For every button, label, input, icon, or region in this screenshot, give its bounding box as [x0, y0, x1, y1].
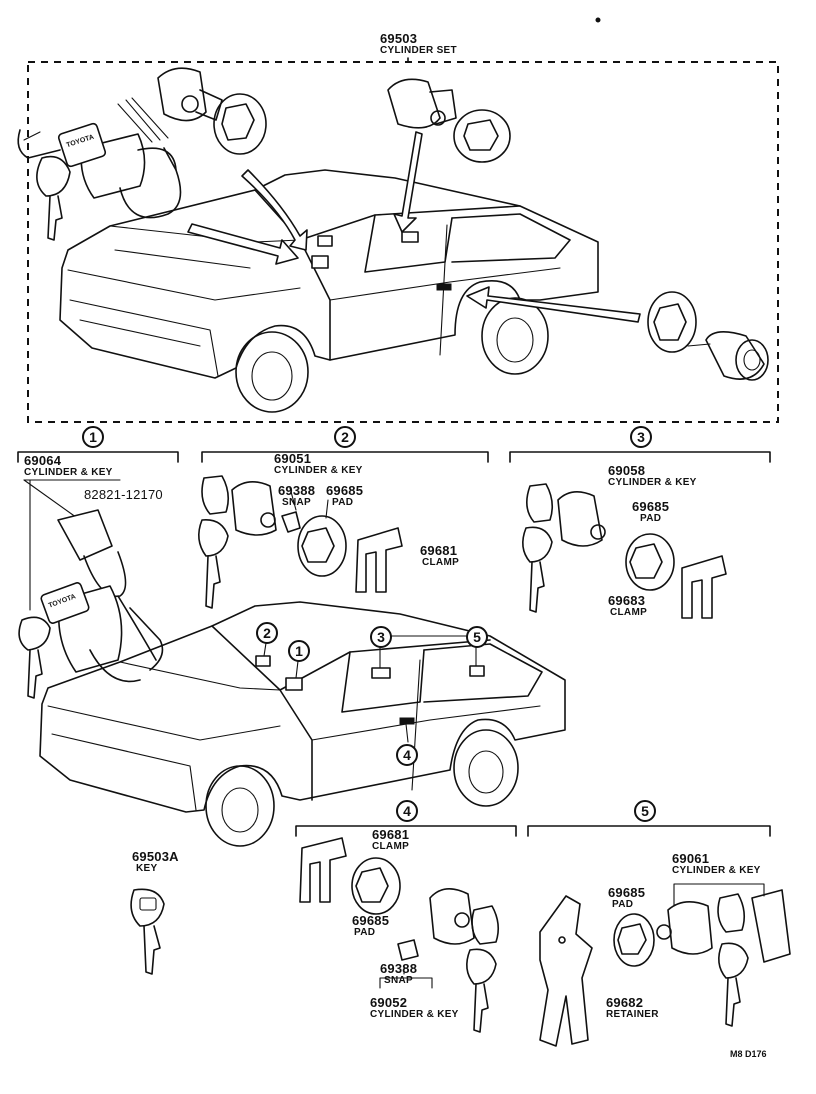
door-cylinder-top [387, 78, 511, 163]
group-2-pad-no: 69685 [326, 483, 364, 498]
group-3-parts [522, 483, 727, 619]
group-5-retainer-name: RETAINER [606, 1009, 659, 1020]
group-2-snap-name: SNAP [282, 497, 311, 508]
group-3-part-no: 69058 [608, 463, 646, 478]
car-callout-5: 5 [466, 626, 488, 648]
group-3-callout: 3 [630, 426, 652, 448]
cylinder-set-part-no: 69503 [380, 31, 418, 46]
group-3-bracket [509, 451, 771, 463]
group-5-retainer-no: 69682 [606, 995, 644, 1010]
group-4-pad-name: PAD [354, 927, 376, 938]
cylinder-set-box [27, 61, 779, 423]
group-4-clamp-name: CLAMP [372, 841, 410, 852]
group-1-ignition-cylinder [18, 479, 164, 699]
group-3-clamp-name: CLAMP [610, 607, 648, 618]
group-1-sub-part: 82821-12170 [84, 487, 163, 502]
group-2-pad-name: PAD [332, 497, 354, 508]
car-callout-4: 4 [396, 744, 418, 766]
glove-cylinder-top [157, 67, 267, 155]
group-4-parts [299, 837, 500, 1033]
group-3-clamp-no: 69683 [608, 593, 646, 608]
group-4-snap-no: 69388 [380, 961, 418, 976]
group-2-clamp-no: 69681 [420, 543, 458, 558]
group-5-callout: 5 [634, 800, 656, 822]
drawing-reference: M8 D176 [730, 1049, 767, 1059]
group-3-name: CYLINDER & KEY [608, 477, 697, 488]
group-2-parts [198, 475, 403, 609]
arrow-trunk [466, 286, 641, 323]
car-callout-1: 1 [288, 640, 310, 662]
group-4-snap-name: SNAP [384, 975, 413, 986]
group-5-part-no: 69061 [672, 851, 710, 866]
group-3-pad-no: 69685 [632, 499, 670, 514]
group-4-clamp-no: 69681 [372, 827, 410, 842]
arrow-door [393, 131, 423, 233]
loose-key-name: KEY [136, 863, 158, 874]
group-1-bracket [17, 451, 179, 463]
group-2-name: CYLINDER & KEY [274, 465, 363, 476]
group-1-part-no: 69064 [24, 453, 62, 468]
group-4-callout: 4 [396, 800, 418, 822]
group-5-parts [539, 883, 791, 1047]
group-1-name: CYLINDER & KEY [24, 467, 113, 478]
loose-key-illustration [130, 888, 165, 975]
group-2-bracket [201, 451, 489, 463]
trunk-cylinder-top [647, 291, 769, 381]
car-callout-3: 3 [370, 626, 392, 648]
group-1-callout: 1 [82, 426, 104, 448]
group-4-name: CYLINDER & KEY [370, 1009, 459, 1020]
group-4-part-no: 69052 [370, 995, 408, 1010]
loose-key-part-no: 69503A [132, 849, 179, 864]
middle-car-illustration [39, 601, 566, 847]
group-5-bracket [527, 825, 771, 837]
arrow-glovebox [241, 169, 308, 251]
group-5-pad-name: PAD [612, 899, 634, 910]
group-5-name: CYLINDER & KEY [672, 865, 761, 876]
group-3-pad-name: PAD [640, 513, 662, 524]
group-2-clamp-name: CLAMP [422, 557, 460, 568]
group-2-part-no: 69051 [274, 451, 312, 466]
arrow-ignition [187, 223, 299, 265]
group-5-pad-no: 69685 [608, 885, 646, 900]
car-callout-2: 2 [256, 622, 278, 644]
ignition-cylinder-top [17, 97, 182, 241]
group-4-bracket [295, 825, 517, 837]
group-2-callout: 2 [334, 426, 356, 448]
group-4-pad-no: 69685 [352, 913, 390, 928]
group-2-snap-no: 69388 [278, 483, 316, 498]
cylinder-set-name: CYLINDER SET [380, 45, 457, 56]
top-car-illustration [59, 169, 599, 413]
